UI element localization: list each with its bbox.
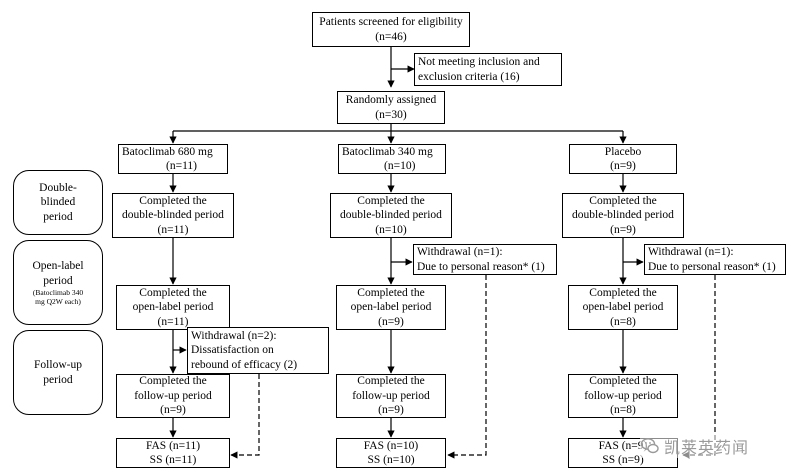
- dashed-placebo-withdrawal-to-analysis: [682, 275, 716, 459]
- arm680-open-line3: (n=11): [157, 315, 189, 328]
- placebo-double-line2: double-blinded period: [572, 209, 674, 222]
- randomized-line2: (n=30): [375, 108, 407, 121]
- screened-box: Patients screened for eligibility (n=46): [312, 12, 470, 47]
- arm340-double-line3: (n=10): [375, 223, 407, 236]
- phase-follow-up: Follow-up period: [13, 330, 103, 415]
- placebo-double-line1: Completed the: [589, 194, 657, 207]
- arm680-double-box: Completed the double-blinded period (n=1…: [112, 193, 234, 238]
- arm340-double-line1: Completed the: [357, 194, 425, 207]
- screened-line1: Patients screened for eligibility: [319, 16, 463, 28]
- phase-followup-line1: Follow-up: [34, 359, 82, 371]
- excluded-box: Not meeting inclusion and exclusion crit…: [414, 53, 562, 86]
- placebo-open-line3: (n=8): [610, 315, 636, 328]
- watermark: 凯莱英药闻: [640, 434, 750, 458]
- arm340-fas: FAS (n=10): [363, 439, 419, 452]
- excluded-line1: Not meeting inclusion and: [418, 56, 540, 68]
- arm680-ss: SS (n=11): [149, 454, 197, 466]
- phase-open-label: Open-label period (Batoclimab 340 mg Q2W…: [13, 240, 103, 325]
- arm680-followup-line1: Completed the: [139, 375, 207, 388]
- dashed-680-withdrawal-to-analysis: [230, 374, 260, 459]
- phase-open-note2: mg Q2W each): [35, 297, 81, 306]
- placebo-double-box: Completed the double-blinded period (n=9…: [562, 193, 684, 238]
- phase-open-note1: (Batoclimab 340: [32, 288, 84, 297]
- arm340-withdrawal-line1: Withdrawal (n=1):: [417, 246, 503, 258]
- placebo-withdrawal-line1: Withdrawal (n=1):: [648, 246, 734, 258]
- arm680-double-line1: Completed the: [139, 194, 207, 207]
- randomized-line1: Randomly assigned: [345, 94, 437, 106]
- placebo-ss: SS (n=9): [602, 454, 644, 466]
- arm680-withdrawal-box: Withdrawal (n=2): Dissatisfaction on reb…: [187, 327, 329, 374]
- placebo-fas: FAS (n=9): [598, 439, 648, 452]
- arm340-followup-line2: follow-up period: [352, 389, 430, 402]
- arm340-double-box: Completed the double-blinded period (n=1…: [330, 193, 452, 238]
- phase-double-blinded: Double- blinded period: [13, 170, 103, 235]
- arm340-line1: Batoclimab 340 mg: [342, 145, 433, 158]
- arm340-double-line2: double-blinded period: [340, 209, 442, 222]
- phase-open-line1: Open-label: [32, 260, 84, 272]
- placebo-followup-box: Completed the follow-up period (n=8): [568, 374, 678, 418]
- arm680-analysis-box: FAS (n=11) SS (n=11): [116, 438, 230, 468]
- arm340-analysis-box: FAS (n=10) SS (n=10): [336, 438, 446, 468]
- placebo-followup-line2: follow-up period: [584, 389, 662, 402]
- arm340-open-line1: Completed the: [357, 286, 425, 299]
- arm680-double-line2: double-blinded period: [122, 209, 224, 222]
- placebo-line2: (n=9): [610, 160, 636, 172]
- phase-double-line1: Double-: [39, 181, 77, 194]
- arm340-withdrawal-line2: Due to personal reason* (1): [417, 260, 545, 273]
- arm680-fas: FAS (n=11): [145, 439, 201, 452]
- arm680-open-line2: open-label period: [132, 301, 214, 314]
- arm340-followup-line3: (n=9): [378, 404, 404, 417]
- placebo-followup-line1: Completed the: [589, 375, 657, 388]
- arm340-followup-line1: Completed the: [357, 375, 425, 388]
- arm680-withdrawal-line3: rebound of efficacy (2): [191, 358, 298, 371]
- randomized-box: Randomly assigned (n=30): [337, 91, 445, 124]
- arm340-ss: SS (n=10): [367, 454, 415, 466]
- arm340-line2: (n=10): [384, 160, 416, 172]
- arm340-open-line3: (n=9): [378, 315, 404, 328]
- placebo-line1: Placebo: [604, 145, 642, 158]
- placebo-box: Placebo (n=9): [569, 144, 677, 174]
- placebo-open-line1: Completed the: [589, 286, 657, 299]
- arm680-line1: Batoclimab 680 mg: [122, 145, 213, 158]
- arm680-line2: (n=11): [166, 160, 197, 172]
- arm680-withdrawal-line2: Dissatisfaction on: [191, 344, 274, 357]
- phase-followup-line2: period: [43, 373, 73, 386]
- arm340-box: Batoclimab 340 mg (n=10): [338, 144, 446, 174]
- phase-double-line2: blinded: [40, 196, 76, 209]
- arm680-followup-line3: (n=9): [160, 404, 186, 417]
- arm680-followup-line2: follow-up period: [134, 389, 212, 402]
- arm680-open-line1: Completed the: [139, 286, 207, 299]
- placebo-open-line2: open-label period: [582, 301, 664, 314]
- placebo-double-line3: (n=9): [610, 223, 636, 236]
- arm340-followup-box: Completed the follow-up period (n=9): [336, 374, 446, 418]
- dashed-340-withdrawal-to-analysis: [447, 275, 487, 459]
- arm680-double-line3: (n=11): [157, 223, 189, 236]
- screened-line2: (n=46): [375, 30, 407, 43]
- arm680-withdrawal-line1: Withdrawal (n=2):: [191, 329, 277, 342]
- arm680-box: Batoclimab 680 mg (n=11): [118, 144, 228, 174]
- placebo-withdrawal-line2: Due to personal reason* (1): [648, 260, 776, 273]
- arm680-open-box: Completed the open-label period (n=11): [116, 285, 230, 330]
- watermark-text: 凯莱英药闻: [664, 438, 750, 457]
- arm340-withdrawal-box: Withdrawal (n=1): Due to personal reason…: [413, 244, 557, 275]
- wechat-logo-icon: [640, 438, 659, 454]
- arm340-open-box: Completed the open-label period (n=9): [336, 285, 446, 330]
- placebo-withdrawal-box: Withdrawal (n=1): Due to personal reason…: [644, 244, 786, 275]
- placebo-open-box: Completed the open-label period (n=8): [568, 285, 678, 330]
- arm340-open-line2: open-label period: [350, 301, 432, 314]
- phase-double-line3: period: [43, 210, 73, 223]
- phase-open-line2: period: [43, 274, 73, 287]
- arm680-followup-box: Completed the follow-up period (n=9): [116, 374, 230, 418]
- excluded-line2: exclusion criteria (16): [418, 70, 520, 83]
- placebo-followup-line3: (n=8): [610, 404, 636, 417]
